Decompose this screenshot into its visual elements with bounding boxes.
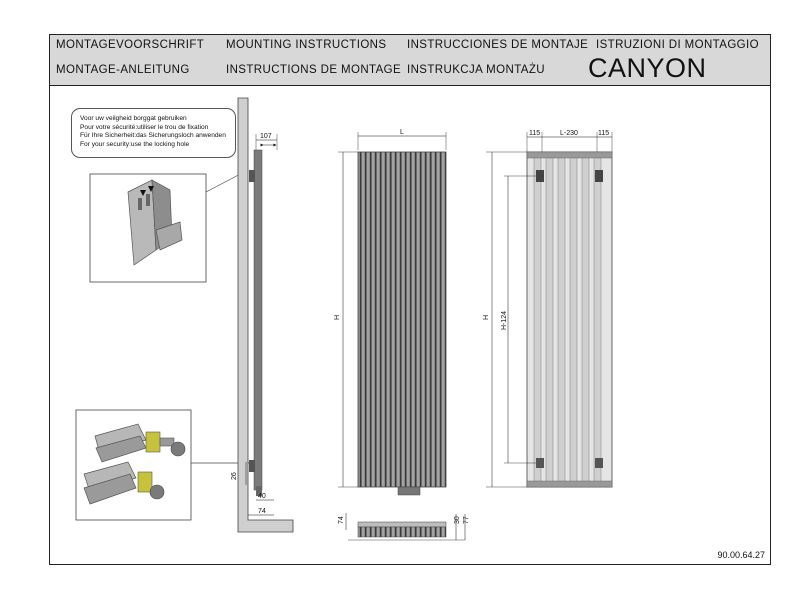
dim-right-offset: 115 [598,130,609,137]
back-view: 115 L-230 115 H H-124 [483,130,613,488]
dim-valve-depth: 40 [258,493,266,500]
safety-note-en: For your security:use the locking hole [80,141,190,149]
title-en: MOUNTING INSTRUCTIONS [226,39,387,51]
dim-bracket-distance: L-230 [560,130,578,137]
dim-bottom-a: 30 [454,516,461,524]
side-view: 107 26 40 74 [231,97,294,533]
dim-wall-distance: 74 [258,508,266,515]
bottom-view: 74 30 77 [338,513,470,541]
dim-height-back: H [483,315,490,320]
product-name: CANYON [588,53,707,83]
dim-height-front: H [334,315,341,320]
dim-left-offset: 115 [529,130,540,137]
dim-bottom-b: 77 [463,516,470,524]
safety-note-fr: Pour votre sécurité:utiliser le trou de … [80,123,209,131]
title-block: MONTAGEVOORSCHRIFT MOUNTING INSTRUCTIONS… [50,35,770,86]
drawing-sheet: MONTAGEVOORSCHRIFT MOUNTING INSTRUCTIONS… [49,34,771,565]
dim-valve-height: 26 [231,472,238,480]
valve-bracket-detail [75,409,252,521]
front-view: L H [334,129,447,496]
safety-note: Voor uw veilgheid borggat gebruiken Pour… [71,108,236,158]
title-it: ISTRUZIONI DI MONTAGGIO [596,39,759,51]
title-pl: INSTRUKCJA MONTAŻU [407,64,545,76]
dim-side-depth: 107 [260,133,272,140]
dim-bracket-spacing: H-124 [501,311,508,330]
bottom-bracket-icon [83,423,186,505]
document-number: 90.00.64.27 [717,550,765,560]
bracket-detail [89,169,249,283]
title-es: INSTRUCCIONES DE MONTAJE [407,39,589,51]
title-fr: INSTRUCTIONS DE MONTAGE [226,64,402,76]
title-nl: MONTAGEVOORSCHRIFT [56,39,205,51]
wall-bracket-icon [127,179,183,266]
safety-note-de: Für Ihre Sicherheit:das Sicherungsloch a… [80,132,226,140]
dim-bottom-depth: 74 [338,516,345,524]
dim-width: L [400,129,404,136]
safety-note-nl: Voor uw veilgheid borggat gebruiken [80,115,187,122]
title-de: MONTAGE-ANLEITUNG [56,64,190,76]
